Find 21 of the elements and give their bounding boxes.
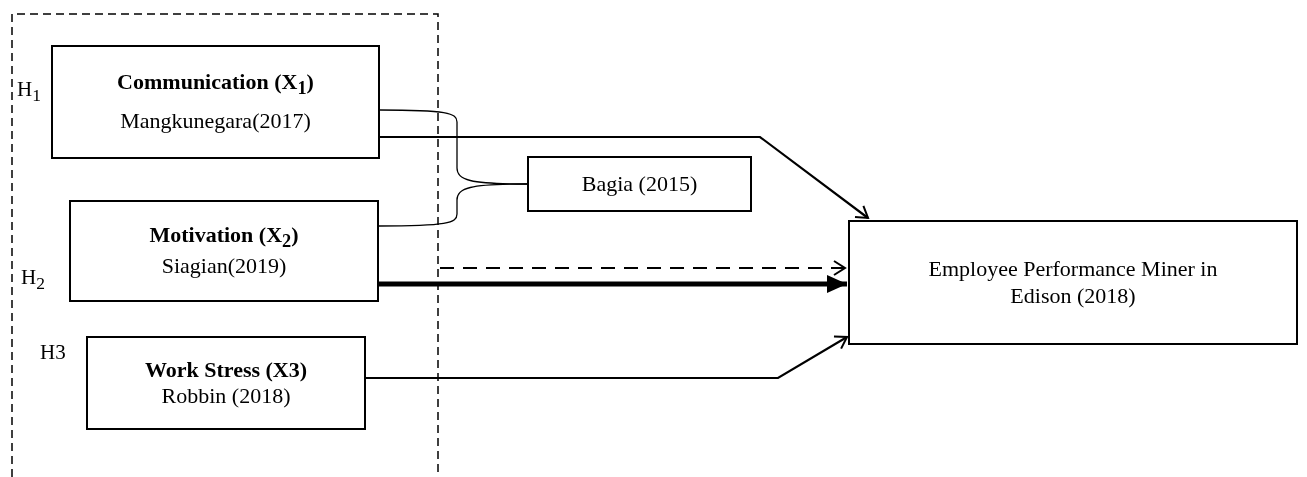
variable-box <box>86 336 366 430</box>
variable-title: Motivation (X$_{2}$) <box>149 222 299 254</box>
arrow <box>366 335 848 380</box>
reference-box <box>527 156 752 212</box>
box-text: Employee Performance Miner in Edison (2018) <box>927 256 1219 309</box>
variable-title: Communication (X$_{1}$) <box>117 69 314 101</box>
box-text: Bagia (2015) <box>581 170 698 198</box>
curly-brace-connector <box>378 183 528 227</box>
arrow <box>439 260 846 276</box>
hypothesis-label: H$_{1}$ <box>17 77 41 107</box>
source-citation: Robbin (2018) <box>161 383 291 410</box>
source-citation: Mangkunegara(2017) <box>120 108 311 135</box>
arrow <box>380 135 869 219</box>
variable-box <box>51 45 380 159</box>
variable-title: Work Stress (X3) <box>144 356 308 383</box>
variable-box <box>69 200 379 302</box>
hypothesis-label: H3 <box>40 340 66 365</box>
outcome-box <box>848 220 1298 345</box>
source-citation: Siagian(2019) <box>161 253 287 280</box>
arrow <box>379 275 847 293</box>
hypothesis-label: H$_{2}$ <box>21 265 45 295</box>
